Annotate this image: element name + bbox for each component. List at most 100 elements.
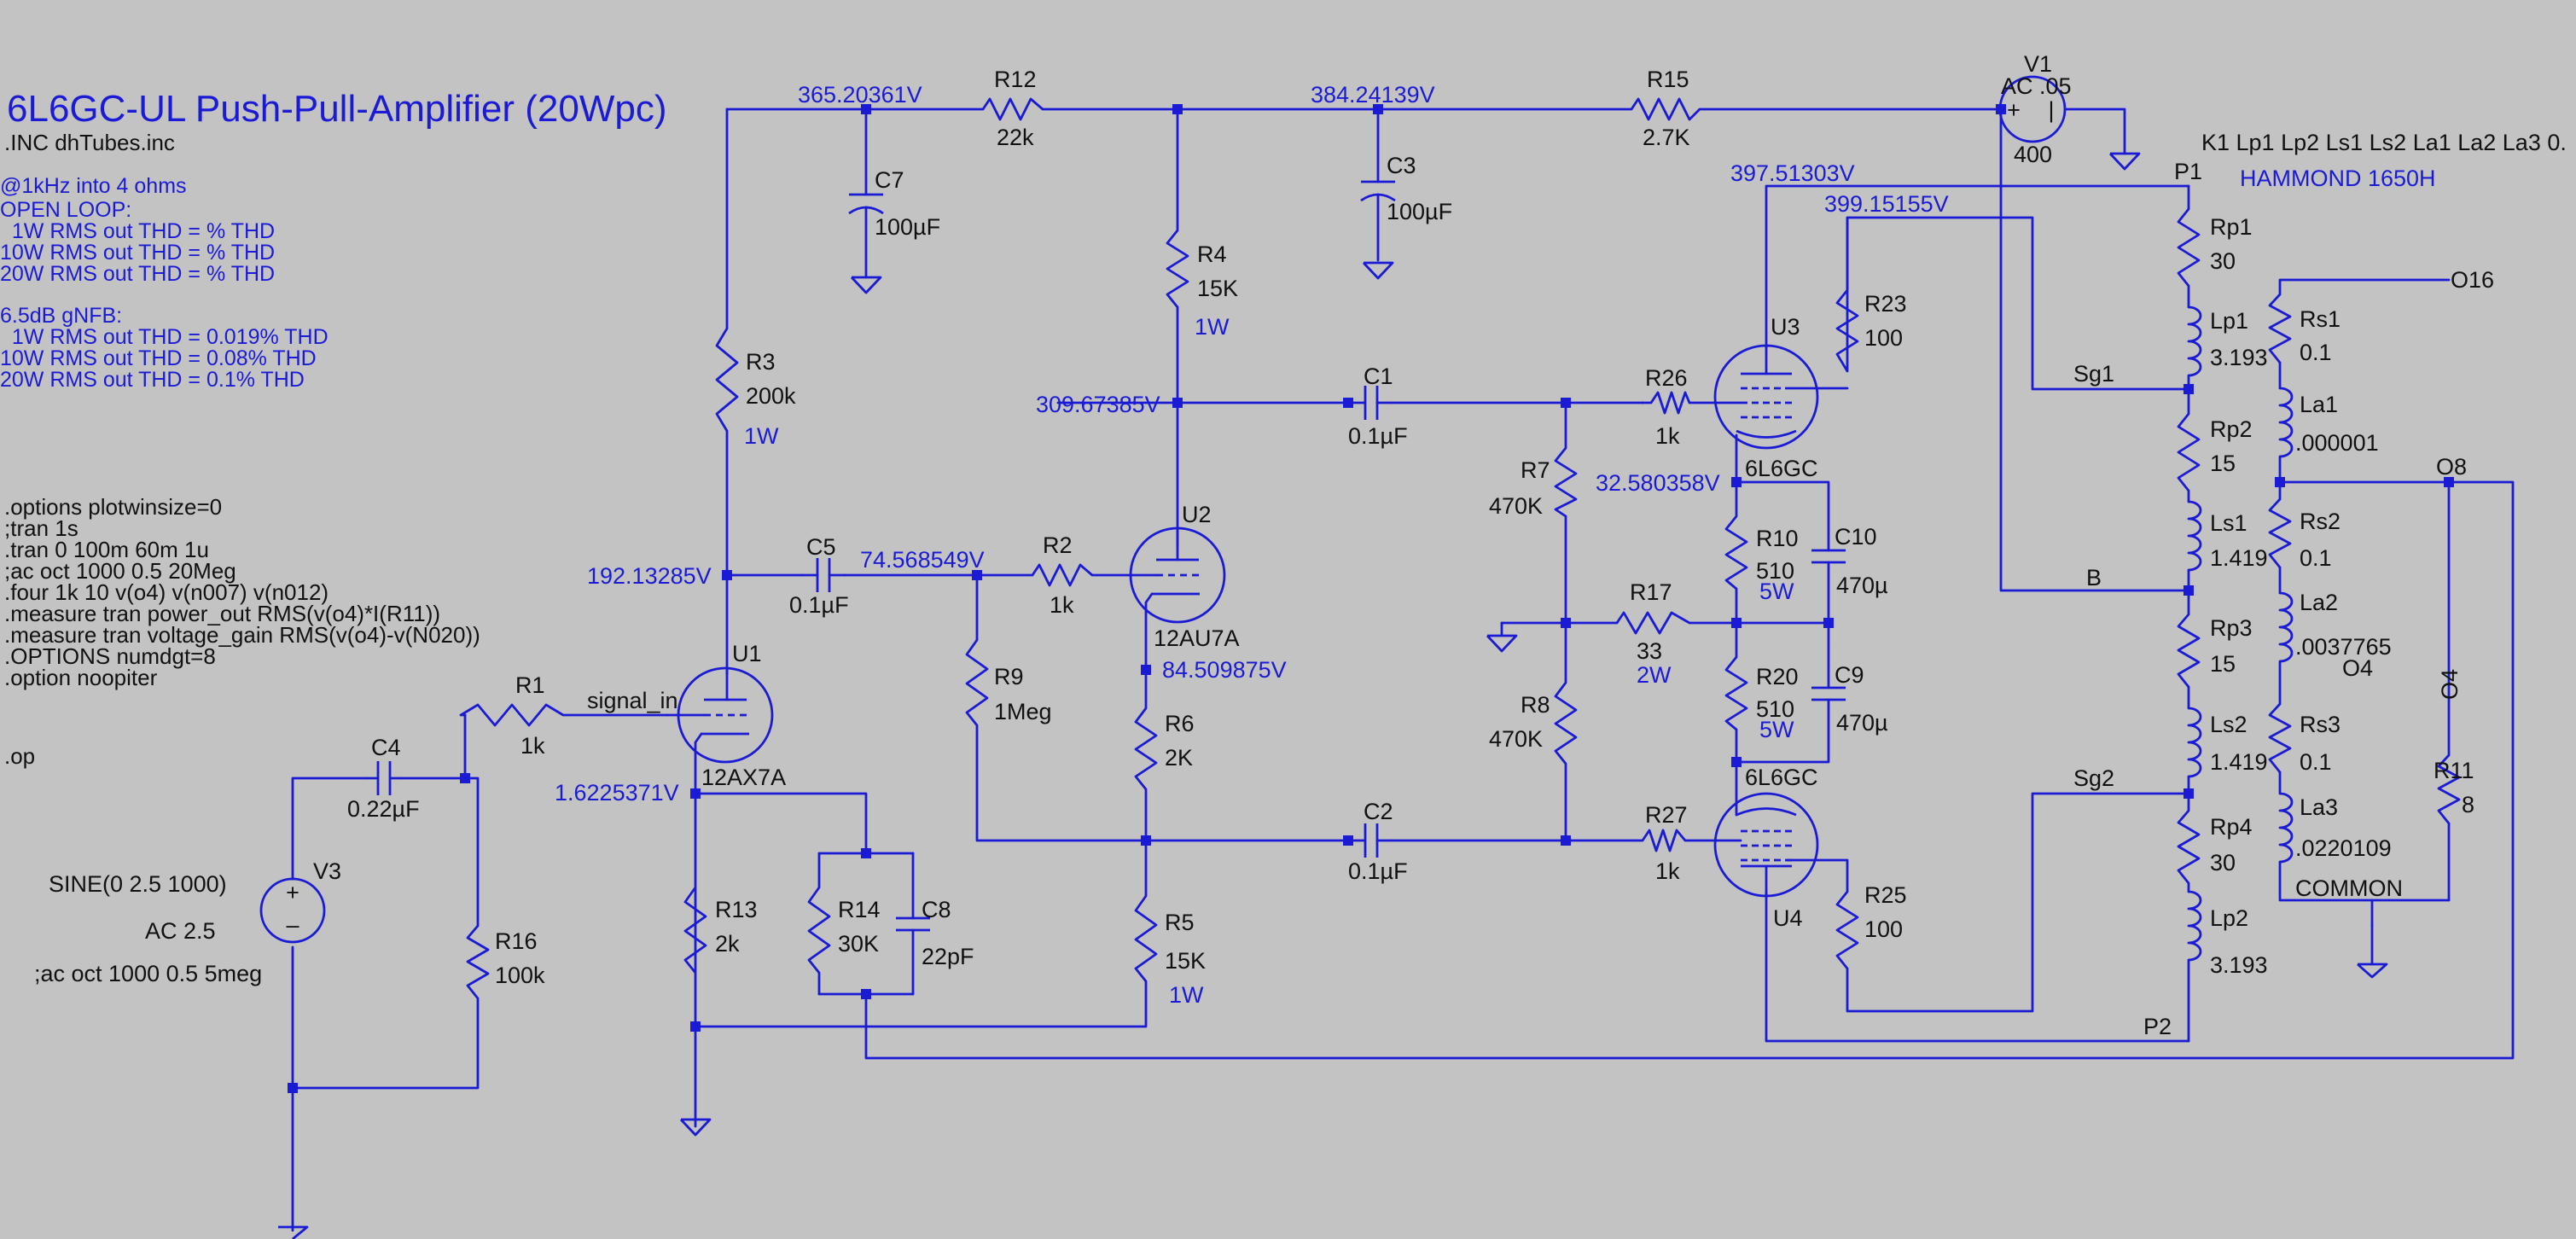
component-name: U3 bbox=[1771, 314, 1800, 340]
component-name: R10 bbox=[1756, 526, 1799, 551]
svg-text:|: | bbox=[2048, 97, 2054, 123]
component-rating: 1W bbox=[1195, 314, 1230, 340]
node-voltage-label: 384.24139V bbox=[1311, 82, 1435, 108]
component-name: C5 bbox=[806, 534, 836, 560]
net-label: O4 bbox=[2437, 669, 2463, 700]
component-name: R8 bbox=[1521, 692, 1550, 718]
component-value: 1k bbox=[1655, 423, 1680, 449]
net-label: Sg2 bbox=[2073, 765, 2114, 791]
resistors bbox=[460, 97, 2461, 999]
inductor-la2-icon bbox=[2278, 591, 2294, 663]
component-value: 3.193 bbox=[2210, 345, 2268, 370]
component-spec: SINE(0 2.5 1000) bbox=[49, 871, 227, 897]
component-value: 470K bbox=[1489, 726, 1543, 752]
note-line: 10W RMS out THD = % THD bbox=[0, 241, 275, 265]
component-value: 1.419 bbox=[2210, 749, 2268, 775]
inductor-la1-icon bbox=[2278, 387, 2294, 458]
component-name: R6 bbox=[1165, 711, 1195, 736]
capacitors bbox=[365, 169, 1846, 996]
resistor-r17-icon bbox=[1615, 611, 1690, 635]
component-name: U4 bbox=[1773, 905, 1803, 931]
component-value: 12AU7A bbox=[1154, 625, 1240, 651]
note-line: 10W RMS out THD = 0.08% THD bbox=[0, 346, 317, 370]
component-rating: 2W bbox=[1637, 662, 1672, 688]
resistor-r16-icon bbox=[466, 925, 490, 999]
ground-icon bbox=[2357, 963, 2388, 979]
component-value: 470µ bbox=[1836, 710, 1888, 736]
directive-line: .four 1k 10 v(o4) v(n007) v(n012) bbox=[4, 579, 329, 605]
resistor-r8-icon bbox=[1554, 682, 1578, 765]
component-name: Ls1 bbox=[2210, 510, 2247, 536]
component-name: R1 bbox=[515, 672, 545, 698]
resistor-r1-icon bbox=[460, 703, 564, 727]
resistor-r5-icon bbox=[1134, 895, 1158, 982]
node-voltage-label: 365.20361V bbox=[798, 82, 922, 108]
component-name: R16 bbox=[495, 928, 538, 954]
component-value: 0.1µF bbox=[1348, 423, 1408, 449]
ground-icon bbox=[1486, 634, 1518, 653]
resistor-r14-icon bbox=[807, 887, 831, 974]
component-name: Lp1 bbox=[2210, 308, 2248, 334]
note-line: 1W RMS out THD = 0.019% THD bbox=[0, 325, 329, 349]
node-voltage-label: 397.51303V bbox=[1730, 160, 1855, 186]
capacitor-c2-icon bbox=[1346, 823, 1393, 858]
node-voltage-label: 399.15155V bbox=[1824, 191, 1949, 217]
directive-line: .OPTIONS numdgt=8 bbox=[4, 643, 216, 669]
component-value: 6L6GC bbox=[1745, 765, 1818, 790]
ground-icon bbox=[2108, 152, 2141, 171]
component-value: 33 bbox=[1637, 638, 1662, 664]
transformer-model: HAMMOND 1650H bbox=[2240, 166, 2436, 191]
resistor-r9-icon bbox=[965, 639, 989, 726]
note-line: OPEN LOOP: bbox=[0, 198, 131, 222]
component-name: R23 bbox=[1864, 291, 1907, 317]
component-value: 0.1 bbox=[2300, 340, 2332, 365]
component-value: 510 bbox=[1756, 558, 1794, 584]
directive-line: .options plotwinsize=0 bbox=[4, 494, 222, 520]
component-name: Lp2 bbox=[2210, 905, 2248, 931]
component-value: 8 bbox=[2462, 792, 2474, 817]
resistor-r26-icon bbox=[1649, 391, 1691, 415]
pentode-u3-icon bbox=[1713, 344, 1829, 450]
component-spec: AC 2.5 bbox=[145, 918, 216, 944]
inductor-ls2-icon bbox=[2187, 707, 2202, 778]
component-name: V3 bbox=[313, 858, 341, 884]
node-voltage-label: 1.6225371V bbox=[555, 780, 679, 806]
component-value: 510 bbox=[1756, 696, 1794, 722]
resistor-rp2-icon bbox=[2177, 413, 2201, 492]
resistor-r15-icon bbox=[1630, 97, 1701, 121]
resistor-r7-icon bbox=[1554, 447, 1578, 518]
ground-symbols bbox=[278, 152, 2388, 1239]
resistor-r12-icon bbox=[981, 97, 1044, 121]
component-name: La3 bbox=[2300, 794, 2338, 820]
component-value: 6L6GC bbox=[1745, 456, 1818, 481]
node-voltage-label: 74.568549V bbox=[860, 547, 985, 573]
directive-line: ;tran 1s bbox=[4, 515, 79, 541]
component-name: R20 bbox=[1756, 664, 1799, 689]
component-name: R13 bbox=[715, 897, 758, 922]
capacitor-c5-icon bbox=[800, 558, 846, 592]
component-name: R2 bbox=[1043, 532, 1073, 558]
component-name: C4 bbox=[371, 735, 401, 760]
capacitor-c8-icon bbox=[896, 852, 930, 996]
component-value: 30K bbox=[838, 931, 879, 957]
capacitor-c3-icon bbox=[1360, 169, 1396, 206]
resistor-r10-icon bbox=[1724, 515, 1748, 590]
component-value: 1k bbox=[1050, 592, 1074, 618]
resistor-r20-icon bbox=[1724, 656, 1748, 731]
component-value: 0.1 bbox=[2300, 545, 2332, 571]
resistor-rs2-icon bbox=[2268, 498, 2292, 568]
component-name: R17 bbox=[1630, 579, 1672, 605]
component-name: La1 bbox=[2300, 392, 2338, 417]
component-value: 0.22µF bbox=[347, 796, 420, 822]
directive-line: .option noopiter bbox=[4, 665, 158, 690]
component-rating: 5W bbox=[1759, 579, 1794, 604]
ground-icon bbox=[850, 276, 882, 294]
node-voltage-label: 84.509875V bbox=[1162, 657, 1287, 683]
inductor-lp2-icon bbox=[2187, 890, 2202, 962]
net-label: O16 bbox=[2451, 267, 2494, 293]
component-name: Rs1 bbox=[2300, 306, 2340, 332]
component-name: Ls2 bbox=[2210, 712, 2247, 737]
component-name: C10 bbox=[1835, 524, 1877, 550]
net-label: P1 bbox=[2174, 159, 2202, 184]
component-name: R15 bbox=[1647, 67, 1689, 92]
